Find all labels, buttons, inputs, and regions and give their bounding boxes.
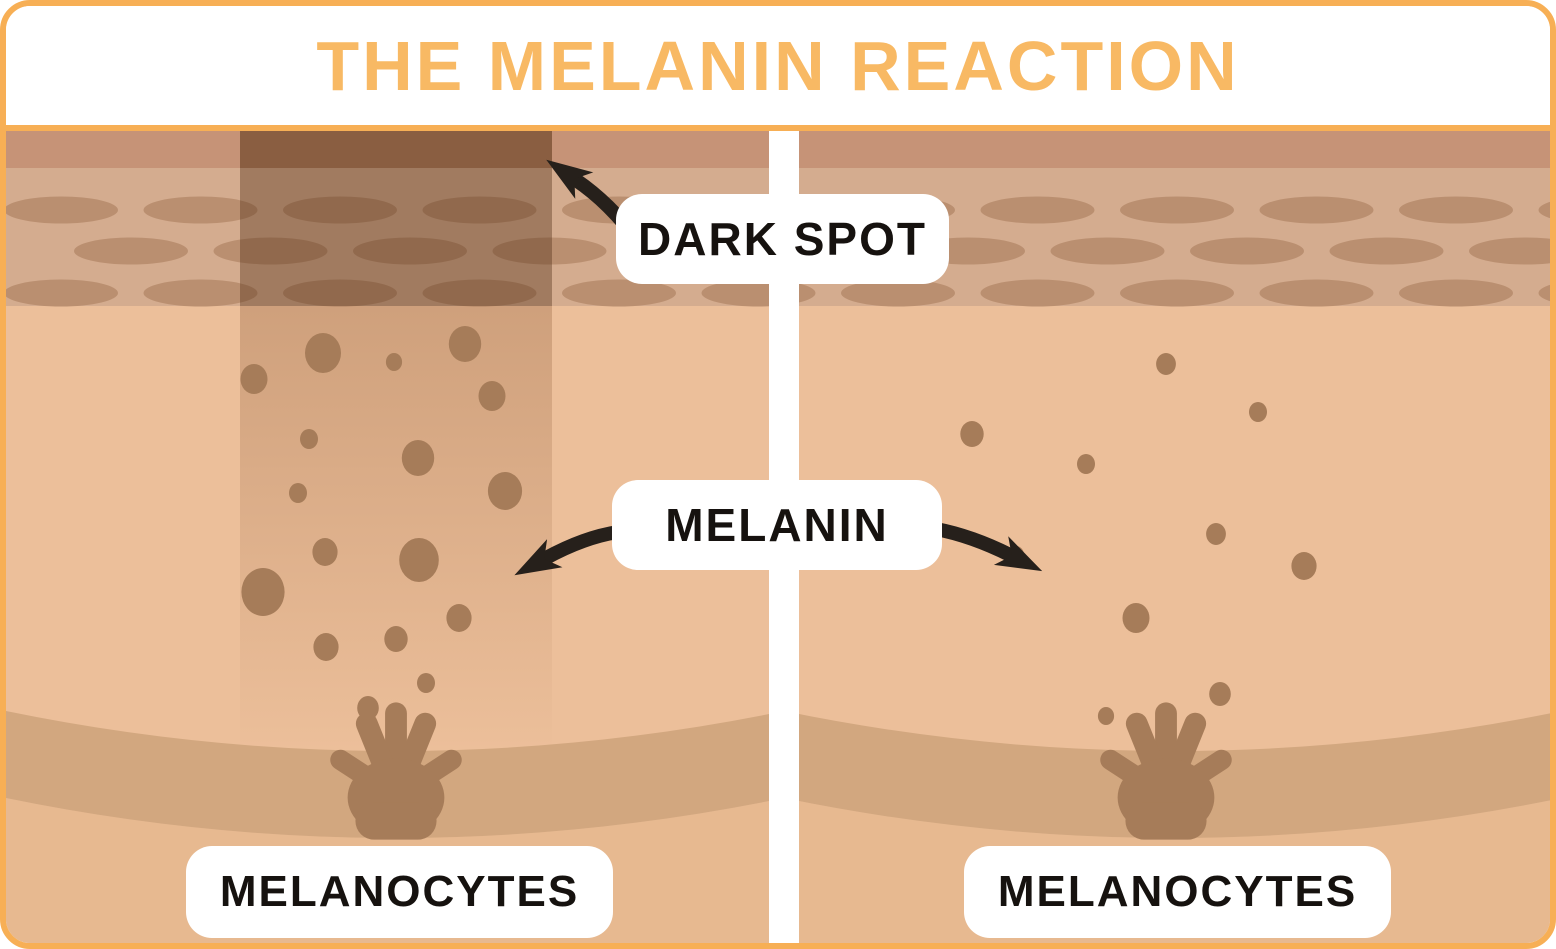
dark-spot-column xyxy=(240,131,552,751)
melanin-dot xyxy=(478,381,506,411)
epidermis-cell xyxy=(1190,237,1304,265)
melanin-dot xyxy=(487,472,523,510)
melanin-dot xyxy=(312,538,338,566)
melanocytes-label-right: MELANOCYTES xyxy=(964,846,1391,938)
epidermis-cell xyxy=(1259,196,1374,224)
epidermis-cell xyxy=(1259,279,1374,307)
melanin-dot xyxy=(1077,454,1095,474)
melanin-arrow-right xyxy=(929,522,1043,572)
dark-spot-surface xyxy=(240,131,552,168)
melanin-dot xyxy=(305,333,341,373)
epidermis-cell xyxy=(841,279,955,307)
melanin-dot xyxy=(1156,353,1176,375)
epidermis-cell xyxy=(1538,201,1550,219)
epidermis-cell xyxy=(1399,279,1513,307)
epidermis-cell xyxy=(1120,279,1234,307)
melanin-label: MELANIN xyxy=(612,480,942,570)
epidermis-cell xyxy=(1469,237,1550,265)
dark-spot-epidermis-shade xyxy=(240,168,552,306)
header: THE MELANIN REACTION xyxy=(6,6,1550,131)
melanin-dot xyxy=(399,538,439,582)
epidermis-cell xyxy=(1329,237,1444,265)
epidermis-cell xyxy=(562,279,676,307)
dark-spot-dermis-fade xyxy=(240,306,552,751)
melanin-dot xyxy=(1097,707,1115,725)
page-title: THE MELANIN REACTION xyxy=(316,26,1240,105)
epidermis-cell xyxy=(1120,196,1234,224)
melanin-dot xyxy=(1291,552,1317,580)
melanin-dot xyxy=(1249,402,1267,422)
epidermis-cell xyxy=(492,237,607,265)
melanin-dot xyxy=(446,604,472,632)
epidermis-cell xyxy=(1538,284,1550,302)
epidermis-cell xyxy=(980,279,1095,307)
melanin-dot xyxy=(960,421,984,447)
melanin-dot xyxy=(448,326,482,362)
melanin-arrow-left xyxy=(514,525,625,576)
melanin-dots-right xyxy=(960,353,1317,725)
epidermis-cell xyxy=(143,196,258,224)
epidermis-cell xyxy=(143,279,258,307)
melanin-dot xyxy=(384,626,408,652)
melanin-dot xyxy=(357,696,379,720)
dark-spot-label: DARK SPOT xyxy=(616,194,949,284)
epidermis-cell xyxy=(283,279,397,307)
epidermis-cell xyxy=(6,279,118,307)
epidermis-cell xyxy=(6,196,118,224)
melanin-dot xyxy=(289,483,307,503)
epidermis-cell xyxy=(1050,237,1165,265)
epidermis-cell xyxy=(213,237,328,265)
melanin-dot xyxy=(401,440,435,476)
melanin-dot xyxy=(313,633,339,661)
melanin-dot xyxy=(1209,682,1231,706)
melanin-dot xyxy=(1206,523,1226,545)
epidermis-cell xyxy=(74,237,188,265)
skin-illustration xyxy=(6,131,1550,943)
melanin-dot xyxy=(241,568,285,616)
epidermis-cell xyxy=(1399,196,1513,224)
epidermis-cell xyxy=(283,196,397,224)
melanin-dot xyxy=(417,673,435,693)
epidermis-cell xyxy=(980,196,1095,224)
epidermis-cell xyxy=(353,237,467,265)
melanin-dot xyxy=(300,429,318,449)
melanocytes-label-left: MELANOCYTES xyxy=(186,846,613,938)
melanin-dot xyxy=(385,353,403,371)
melanocyte-hand-right xyxy=(1100,702,1232,840)
epidermis-cell xyxy=(422,279,537,307)
melanocyte-hand-left xyxy=(330,702,462,840)
epidermis-cell xyxy=(422,196,537,224)
melanin-dot xyxy=(1122,603,1150,633)
melanin-dot xyxy=(240,364,268,394)
melanin-dots-left xyxy=(240,326,523,720)
